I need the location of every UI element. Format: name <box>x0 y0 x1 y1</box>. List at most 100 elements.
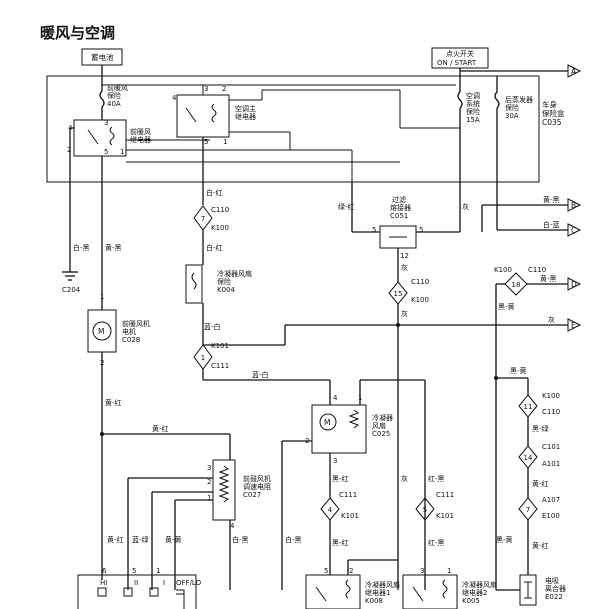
connector-11-below: C110 <box>542 408 560 416</box>
front-relay-contact <box>87 129 99 145</box>
wire-white-black3-label: 白-黑 <box>285 535 302 544</box>
relay1-contact <box>315 586 327 602</box>
connector-1-num: 1 <box>201 354 205 362</box>
diagram-title: 暖风与空调 <box>40 24 115 42</box>
junction-dot-e <box>396 323 400 327</box>
condenser-fuse-box <box>185 264 203 304</box>
fuse-box-label-1: 车身 <box>542 99 557 109</box>
fan-pin4: 4 <box>333 394 338 402</box>
ac-relay-pin1: 1 <box>223 138 227 146</box>
front-fuse-label-1: 前暖风 <box>107 83 128 92</box>
front-motor-label-1: 前暖风机 <box>122 319 150 328</box>
output-d-arrow <box>567 277 582 291</box>
connector-14-below: A101 <box>542 460 560 468</box>
blower-res-label-3: C027 <box>243 491 261 499</box>
wire-red-black2-label: 红-黑 <box>428 538 445 547</box>
fan-pin3: 3 <box>333 457 337 465</box>
output-a-label: A <box>571 67 577 76</box>
switch-contact-ii <box>123 587 133 597</box>
output-c-label: C <box>571 226 576 235</box>
output-a-arrow <box>567 64 582 78</box>
relay2-pin3: 3 <box>420 567 424 575</box>
relay2-contact <box>412 586 424 602</box>
relay2-pin1: 1 <box>447 567 451 575</box>
front-fuse-symbol <box>99 90 105 108</box>
relay1-label-1: 冷凝器风扇 <box>365 580 400 589</box>
wire-grey-out-label: 灰 <box>548 315 555 324</box>
switch-pin1: 1 <box>156 567 160 575</box>
front-relay-pin1: 1 <box>120 148 124 156</box>
wire-yellow-red3-label: 黄-红 <box>107 535 124 544</box>
connector-14-above: C101 <box>542 443 560 451</box>
connector-4-below: K101 <box>341 512 359 520</box>
connector-7-bottom-num: 7 <box>526 506 530 514</box>
connector-18-right: C110 <box>528 266 546 274</box>
ac-relay-pin2: 2 <box>222 85 226 93</box>
switch-hi: HI <box>100 579 107 587</box>
ac-relay-pin3: 3 <box>204 85 208 93</box>
condenser-fan-motor <box>319 413 337 431</box>
connector-1-below: C111 <box>211 362 229 370</box>
ac-main-relay <box>176 94 230 138</box>
connector-1-above: K101 <box>211 342 229 350</box>
clutch-label-3: E022 <box>545 593 563 601</box>
cond-fan-label-2: 风扇 <box>372 421 386 430</box>
ac-relay-pin5: 5 <box>204 138 208 146</box>
ac-fuse-rating: 15A <box>466 116 480 124</box>
wire-blue-white-label: 蓝-白 <box>204 322 221 331</box>
condenser-fan-resistor <box>348 409 360 429</box>
connector-15-above: C110 <box>411 278 429 286</box>
wire-yellow-red-label: 黄-红 <box>105 398 122 407</box>
wire-yellow-black-label: 黄-黑 <box>105 243 122 252</box>
wire-grey-label-2: 灰 <box>401 263 408 272</box>
motor-pin1: 1 <box>100 293 104 301</box>
connector-7-top-below: K100 <box>211 224 229 232</box>
front-heater-relay <box>73 119 127 157</box>
wire-red-black-label: 红-黑 <box>428 474 445 483</box>
ac-relay-label-2: 继电器 <box>235 112 256 121</box>
front-fuse-label-2: 保险 <box>107 91 121 100</box>
relay1-coil <box>345 579 351 599</box>
wire-white-red-label-2: 白-红 <box>206 243 223 252</box>
connector-14-num: 14 <box>524 454 533 462</box>
switch-ii: II <box>134 579 138 587</box>
blower-switch <box>77 574 197 609</box>
output-e-label: E <box>571 321 576 330</box>
battery-label: 蓄电池 <box>91 52 114 62</box>
ac-fuse-symbol <box>457 91 463 109</box>
res-pin3: 3 <box>207 464 211 472</box>
front-relay-coil <box>109 126 115 146</box>
connector-7-top-num: 7 <box>201 215 205 223</box>
ac-relay-contact <box>185 107 197 123</box>
connector-5 <box>415 497 435 521</box>
connector-11-num: 11 <box>524 403 533 411</box>
front-relay-pin5: 5 <box>104 148 108 156</box>
connector-18-num: 18 <box>512 281 521 289</box>
wire-grey-label-4: 灰 <box>401 474 408 483</box>
wire-white-black2-label: 白-黑 <box>232 535 249 544</box>
front-motor-label-2: 电机 <box>122 327 136 336</box>
filter-pin6: 5 <box>372 226 376 234</box>
cond-fuse-label-2: 保险 <box>217 277 231 286</box>
cond-fan-label-3: C025 <box>372 430 390 438</box>
front-fuse-rating: 40A <box>107 100 121 108</box>
front-motor-m: M <box>98 327 104 336</box>
cond-fuse-label-1: 冷凝器风扇 <box>217 269 252 278</box>
connector-15-num: 15 <box>394 290 403 298</box>
switch-off: OFF/LO <box>176 579 202 587</box>
ac-fuse-label-1: 空调 <box>466 91 480 100</box>
relay1-label-3: K008 <box>365 597 383 605</box>
condenser-fan-box <box>311 404 367 454</box>
switch-contact-i <box>149 587 159 597</box>
fuse-box-label-3: C035 <box>542 118 562 127</box>
output-b-label: B <box>571 201 576 210</box>
filter-label-3: C051 <box>390 212 408 220</box>
rear-fuse-symbol <box>494 91 500 109</box>
switch-i: I <box>163 579 165 587</box>
filter-pin12: 12 <box>400 252 409 260</box>
wire-blue-white-label-2: 蓝-白 <box>252 370 269 379</box>
wire-black-yellow2-label: 黑-黄 <box>510 366 527 375</box>
ac-relay-coil <box>211 103 217 123</box>
relay1-pin5: 5 <box>324 567 328 575</box>
output-b-arrow <box>567 198 582 212</box>
